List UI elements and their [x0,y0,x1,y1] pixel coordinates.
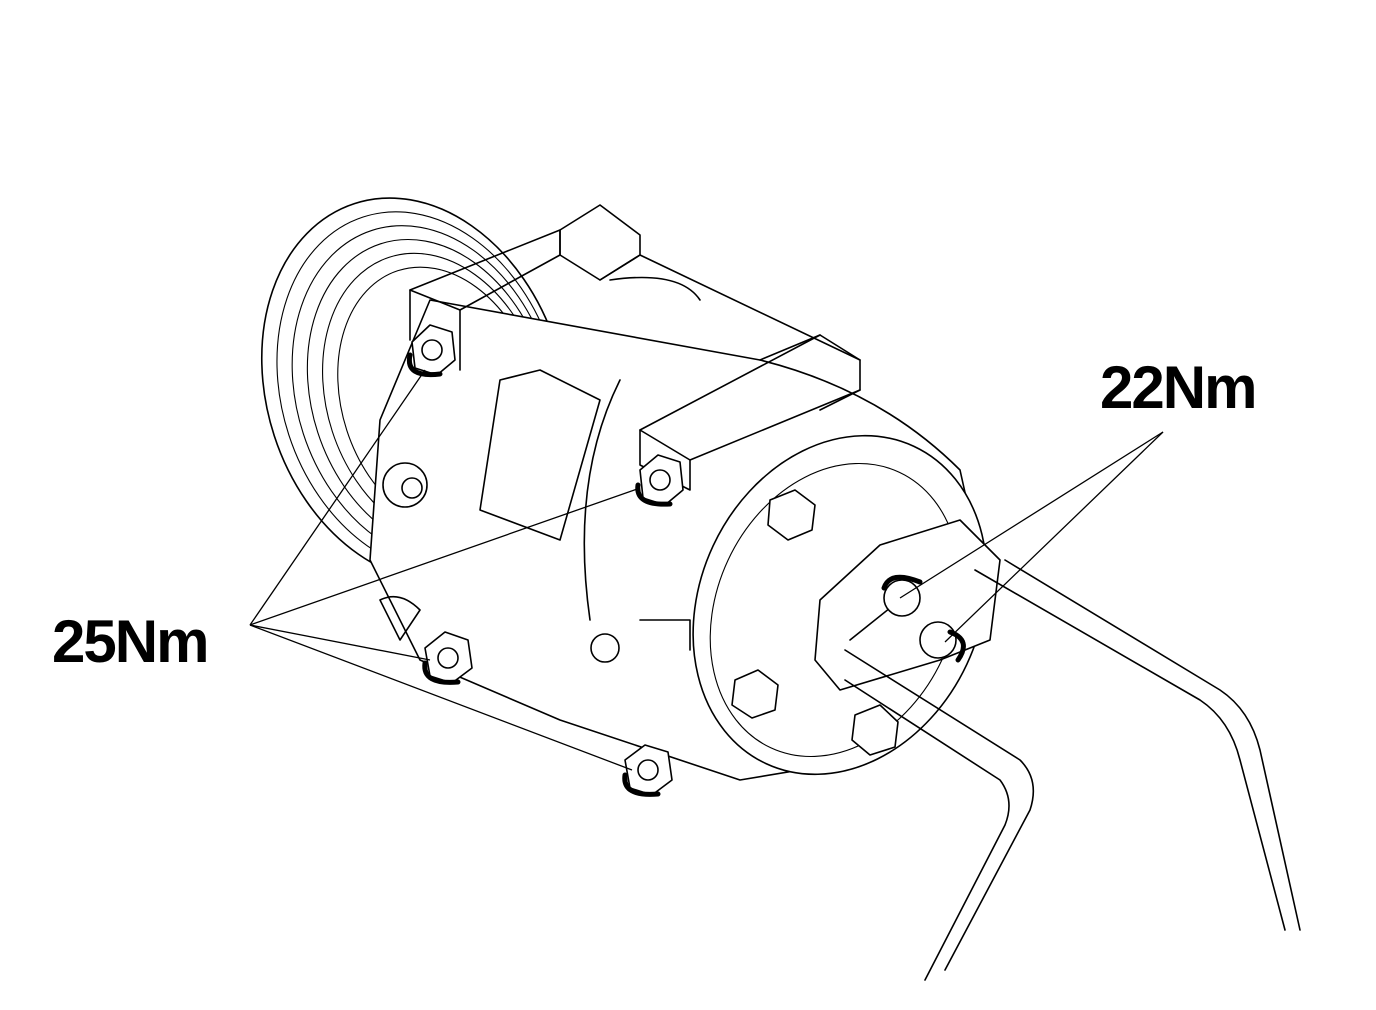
bolt-fitting-upper [881,574,923,591]
bolt-lower-center [622,744,673,797]
torque-label-22nm: 22Nm [1100,354,1257,421]
bolt-upper-left [406,324,456,378]
leader-lines-22nm [899,431,1164,643]
torque-label-25nm: 25Nm [52,608,209,675]
refrigerant-pipes [844,559,1301,981]
leader-lines-25nm [249,369,641,771]
bolt-lower-left [422,631,473,685]
port-block [814,519,1001,691]
